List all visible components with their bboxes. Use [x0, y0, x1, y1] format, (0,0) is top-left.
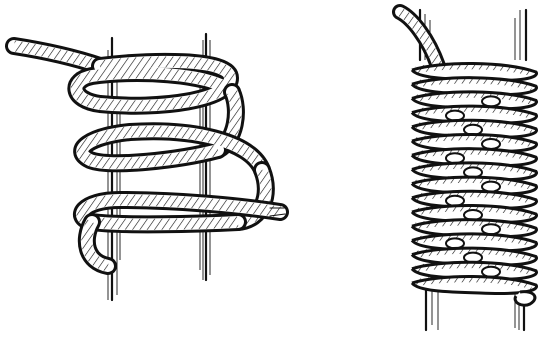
right-figure [400, 10, 537, 330]
left-figure [14, 34, 285, 300]
rope-interlace [482, 267, 500, 277]
left-rope [14, 46, 285, 266]
right-rope-wraps [412, 63, 537, 305]
rope-interlace [482, 96, 500, 106]
rope-interlace [482, 182, 500, 192]
rope-interlace [482, 224, 500, 234]
rope-interlace [482, 139, 500, 149]
